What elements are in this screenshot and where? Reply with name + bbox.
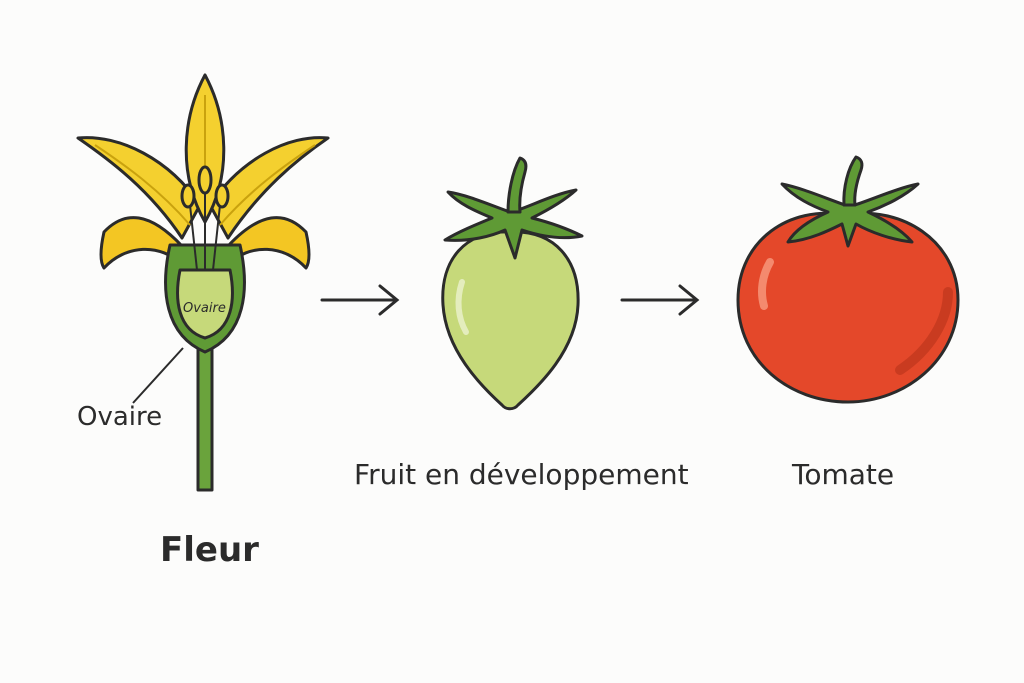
arrow-fruit-to-tomato <box>620 284 700 316</box>
flower-ovary <box>176 268 234 340</box>
tomato-highlight <box>758 258 774 310</box>
stage-label-flower: Fleur <box>160 530 259 570</box>
tomato-stalk <box>842 155 864 207</box>
tomato-sepals <box>780 182 920 248</box>
green-fruit-sepals <box>443 188 584 260</box>
flower-petal-left <box>76 136 202 240</box>
ovary-callout-label: Ovaire <box>77 402 163 432</box>
green-fruit-body <box>441 230 580 411</box>
green-fruit-highlight <box>455 279 469 335</box>
green-fruit-stalk <box>506 156 528 214</box>
flower-illustration <box>76 73 330 492</box>
developing-fruit-illustration <box>441 156 584 411</box>
flower-stem <box>196 346 214 492</box>
arrow-flower-to-fruit <box>320 284 400 316</box>
tomato-shadow <box>895 287 953 375</box>
stage-label-tomato: Tomate <box>792 458 895 491</box>
ovary-callout-line <box>132 347 184 404</box>
tomato-body <box>736 211 960 404</box>
flower-petal-lower-left <box>99 216 186 270</box>
stage-label-developing-fruit: Fruit en développement <box>354 458 689 491</box>
flower-stamens <box>180 165 230 271</box>
flower-petal-right <box>208 136 330 240</box>
ovary-inner-label: Ovaire <box>183 301 226 316</box>
flower-petal-lower-right <box>224 216 311 270</box>
tomato-illustration <box>736 155 960 404</box>
